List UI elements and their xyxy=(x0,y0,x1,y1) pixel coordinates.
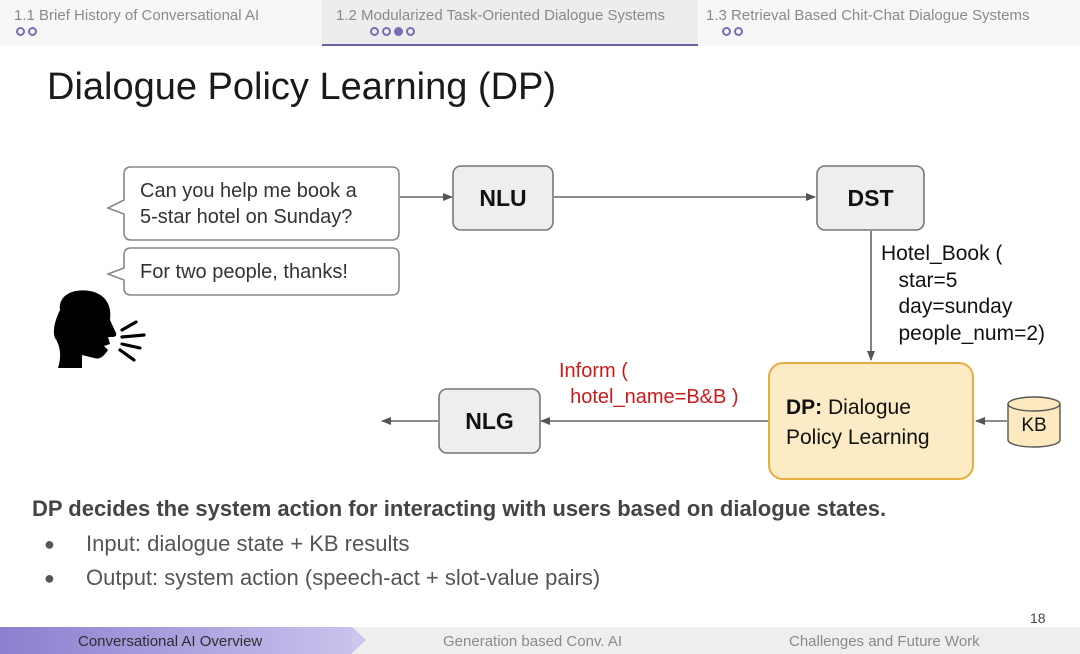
dp-label: DP: Dialogue Policy Learning xyxy=(786,393,930,453)
dst-label: DST xyxy=(847,185,894,211)
nav-dot-current[interactable] xyxy=(394,27,403,36)
nav-section-label: 1.2 Modularized Task-Oriented Dialogue S… xyxy=(336,7,666,24)
utterance-line-1: Can you help me book a xyxy=(140,180,357,202)
nav-progress-dots xyxy=(722,27,743,36)
dialogue-state-annotation: Hotel_Book ( star=5 day=sunday people_nu… xyxy=(881,242,1046,345)
page-number: 18 xyxy=(1030,610,1046,626)
bullet-marker: ● xyxy=(44,568,55,588)
bottom-nav-overview[interactable]: Conversational AI Overview xyxy=(78,633,263,650)
bottom-nav-challenges[interactable]: Challenges and Future Work xyxy=(789,633,980,650)
nlg-box xyxy=(438,388,541,454)
nlu-label: NLU xyxy=(479,185,527,211)
nav-section-brief-history[interactable]: 1.1 Brief History of Conversational AI xyxy=(0,0,322,46)
section-navigation: 1.1 Brief History of Conversational AI 1… xyxy=(0,0,1080,46)
nlg-label: NLG xyxy=(465,408,514,434)
dp-label-line2: Policy Learning xyxy=(786,426,930,449)
nav-section-label: 1.3 Retrieval Based Chit-Chat Dialogue S… xyxy=(706,7,1030,24)
nav-progress-dots xyxy=(16,27,37,36)
kb-label: KB xyxy=(1021,415,1047,436)
dp-label-rest: Dialogue xyxy=(822,396,911,419)
bullet-text: Input: dialogue state + KB results xyxy=(86,531,410,556)
user-utterance-bubble-1 xyxy=(106,166,400,241)
nav-dot[interactable] xyxy=(16,27,25,36)
nav-dot[interactable] xyxy=(382,27,391,36)
bottom-nav-arrow xyxy=(352,627,366,653)
bullet-text: Output: system action (speech-act + slot… xyxy=(86,565,601,590)
bottom-nav-active-segment[interactable] xyxy=(0,627,352,654)
utterance-line-2: 5-star hotel on Sunday? xyxy=(140,206,353,228)
slide-title: Dialogue Policy Learning (DP) xyxy=(47,66,557,108)
dp-label-bold: DP: xyxy=(786,396,823,419)
dp-box xyxy=(768,362,974,480)
bottom-nav-generation[interactable]: Generation based Conv. AI xyxy=(443,633,623,650)
nav-dot[interactable] xyxy=(406,27,415,36)
nav-section-label: 1.1 Brief History of Conversational AI xyxy=(14,7,260,24)
summary-text: DP decides the system action for interac… xyxy=(32,496,887,521)
nav-section-modularized[interactable]: 1.2 Modularized Task-Oriented Dialogue S… xyxy=(322,0,698,46)
bullet-marker: ● xyxy=(44,534,55,554)
dst-box xyxy=(816,165,925,231)
nav-section-retrieval[interactable]: 1.3 Retrieval Based Chit-Chat Dialogue S… xyxy=(698,0,1080,46)
nlu-box xyxy=(452,165,554,231)
nav-dot[interactable] xyxy=(28,27,37,36)
nav-dot[interactable] xyxy=(734,27,743,36)
nav-progress-dots xyxy=(370,27,415,36)
bottom-navigation: Conversational AI Overview Generation ba… xyxy=(0,627,1080,654)
nav-dot[interactable] xyxy=(722,27,731,36)
system-action-annotation: Inform ( hotel_name=B&B ) xyxy=(559,360,739,408)
user-utterance-bubble-2 xyxy=(105,247,400,296)
nav-dot[interactable] xyxy=(370,27,379,36)
utterance-followup: For two people, thanks! xyxy=(140,261,348,283)
speaking-head-icon xyxy=(53,290,146,368)
kb-database-icon xyxy=(1007,396,1061,448)
